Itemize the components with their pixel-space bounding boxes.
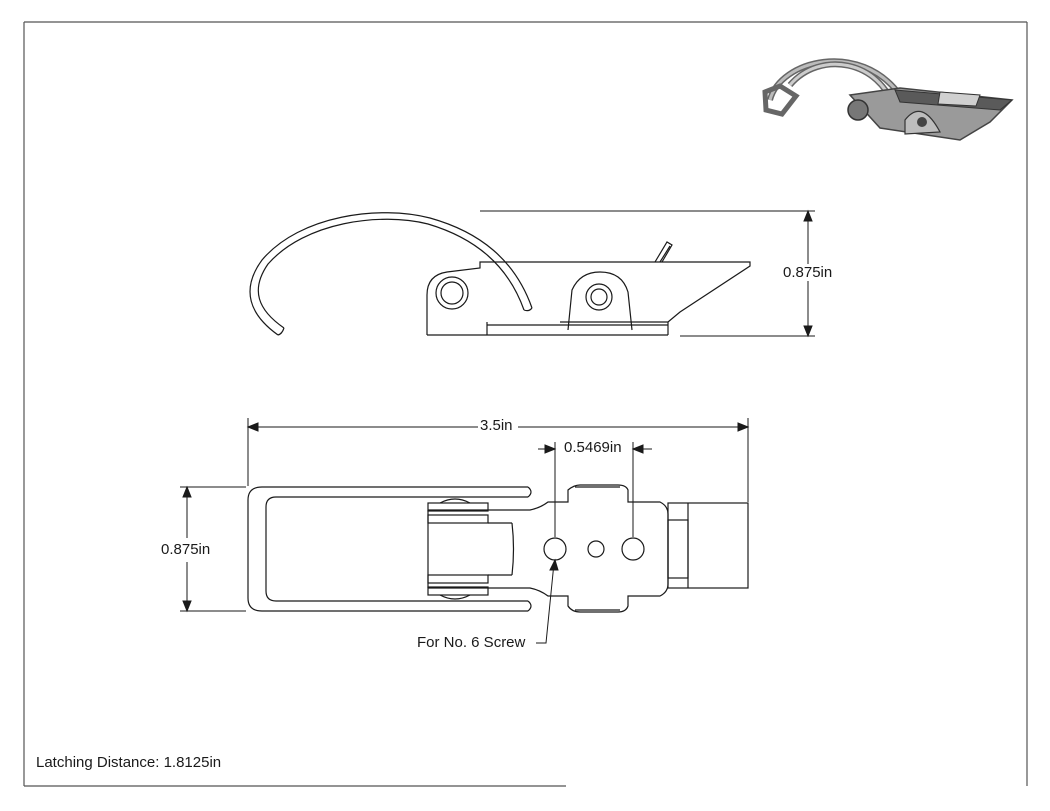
isometric-view <box>762 58 1014 141</box>
latching-distance-note: Latching Distance: 1.8125in <box>36 754 222 771</box>
overall-length-dimension <box>246 418 750 502</box>
screw-callout-leader <box>536 558 559 644</box>
side-view <box>249 212 751 336</box>
overall-length-label: 3.5in <box>478 417 515 434</box>
top-view <box>247 484 749 613</box>
sheet-border <box>23 21 1028 787</box>
side-height-dimension <box>480 209 815 338</box>
screw-callout-label: For No. 6 Screw <box>415 634 528 651</box>
top-width-label: 0.875in <box>159 541 213 558</box>
hole-spacing-label: 0.5469in <box>562 439 624 456</box>
top-width-dimension <box>180 485 246 613</box>
side-height-label: 0.875in <box>781 264 835 281</box>
hole-spacing-dimension <box>538 442 652 537</box>
